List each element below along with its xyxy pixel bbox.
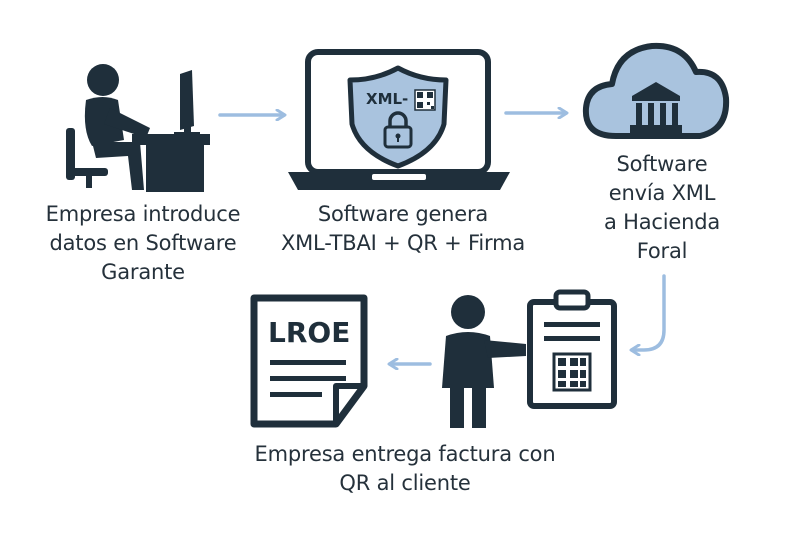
laptop-shield-icon: XML- [288, 49, 510, 190]
cloud-government-icon [582, 42, 730, 139]
document-title: LROE [268, 316, 350, 349]
step4-label: Empresa entrega factura con QR al client… [200, 440, 610, 498]
step3-label: Software envía XML a Hacienda Foral [582, 150, 742, 266]
step3-label-line: Foral [636, 239, 688, 263]
qr-code-icon [552, 352, 592, 392]
step3-label-line: envía XML [608, 181, 716, 205]
step1-label-line: datos en Software [49, 231, 237, 255]
person-presenting-invoice-icon [442, 289, 617, 428]
person-at-computer-icon [66, 64, 210, 192]
qr-code-icon [414, 89, 436, 111]
step1-label-line: Empresa introduce [45, 202, 241, 226]
step4-label-line: Empresa entrega factura con [254, 442, 556, 466]
step4-label-line: QR al cliente [339, 471, 471, 495]
step1-label-line: Garante [101, 260, 185, 284]
step1-label: Empresa introduce datos en Software Gara… [18, 200, 268, 287]
step2-label-line: XML-TBAI + QR + Firma [280, 231, 526, 255]
arrow-step3-to-step4 [632, 274, 666, 350]
step2-label: Software genera XML-TBAI + QR + Firma [268, 200, 538, 258]
step2-label-line: Software genera [317, 202, 489, 226]
shield-label: XML- [366, 90, 408, 108]
step3-label-line: Software [616, 152, 708, 176]
padlock-icon [383, 111, 413, 149]
lroe-document-icon: LROE [250, 294, 368, 428]
step3-label-line: a Hacienda [603, 210, 720, 234]
